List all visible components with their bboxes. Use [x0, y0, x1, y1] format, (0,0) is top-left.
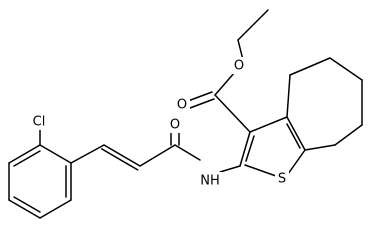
bond-ring-vinyl	[70, 144, 105, 164]
ester-carbonyl-oxygen-label: O	[177, 98, 187, 113]
bond-ring-c4-c5	[8, 199, 41, 219]
bond-t2-s	[244, 164, 277, 177]
atom-ester-ether-oxygen: O	[232, 57, 247, 74]
bond-carbonyl-nh	[174, 144, 201, 161]
bond-ring-c1-c2	[39, 144, 72, 164]
bond-t3-t3a	[249, 116, 288, 133]
atom-chlorine: Cl	[27, 113, 51, 130]
thiophene-sulfur-label: S	[278, 172, 286, 187]
bond-ester-co-a	[187, 91, 213, 102]
bond-o-ch2	[237, 39, 244, 61]
atom-amide-nitrogen: NH	[198, 172, 222, 189]
atom-amide-oxygen: O	[168, 116, 183, 133]
bond-t3a-t7a	[286, 116, 306, 151]
bond-t3-ester-c	[214, 94, 251, 133]
atom-label-layer: Cl O O O NH S	[27, 57, 289, 189]
bond-t2-t3-inner	[245, 135, 255, 162]
bond-t3a-c4	[286, 74, 291, 118]
bond-vinyl-double-b	[100, 148, 139, 171]
bond-s-t7a	[287, 149, 306, 175]
bond-nh-thiophene	[219, 165, 241, 173]
atom-thiophene-sulfur: S	[275, 170, 289, 187]
bond-vinyl-carbonyl	[139, 144, 176, 167]
amide-oxygen-label: O	[170, 118, 180, 133]
bond-c5-c6	[329, 57, 363, 81]
bond-vinyl-double-a	[103, 144, 141, 167]
bond-c7b-t7a	[304, 144, 336, 151]
bond-t2-t3	[239, 131, 251, 167]
bond-ch2-ch3	[237, 9, 269, 41]
bond-ester-co-b	[189, 98, 215, 109]
bond-ring-inner-c4-c5	[13, 196, 41, 213]
bond-ring-inner-c6-c1	[13, 150, 41, 167]
chlorine-label: Cl	[33, 115, 46, 130]
amide-nitrogen-label: NH	[200, 174, 220, 189]
bond-ring-c3-c4	[39, 199, 72, 219]
bond-ring-c6-c1	[8, 144, 41, 164]
bond-c4-c5	[289, 57, 331, 76]
bond-ester-c-o	[214, 71, 236, 96]
bond-layer	[8, 9, 363, 219]
bond-t3a-t7a-inner	[286, 123, 301, 149]
bond-c7-c7b	[334, 124, 363, 146]
ester-ether-oxygen-label: O	[234, 59, 244, 74]
atom-ester-carbonyl-oxygen: O	[175, 96, 190, 113]
